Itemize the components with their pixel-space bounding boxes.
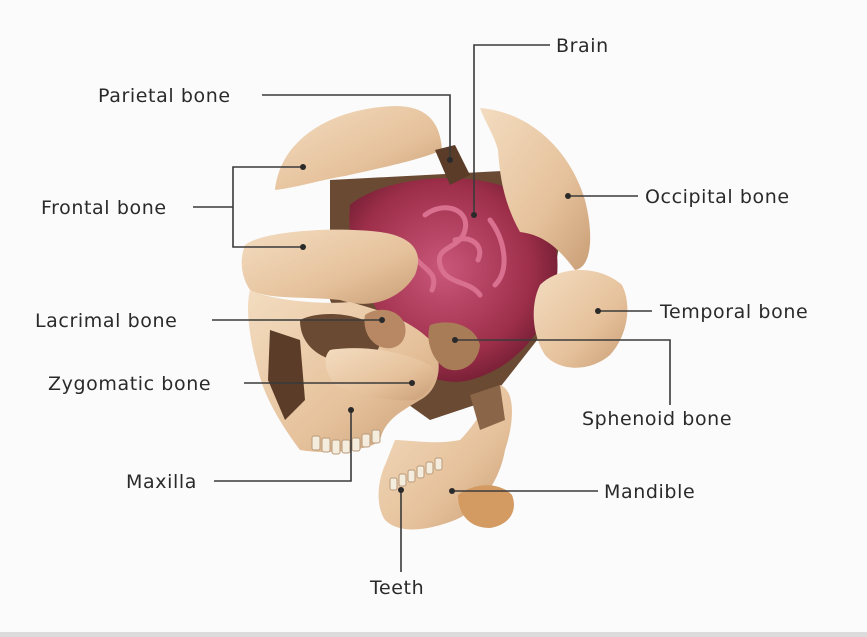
label-maxilla: Maxilla: [126, 471, 197, 493]
label-brain: Brain: [556, 35, 609, 57]
label-temporal-bone: Temporal bone: [659, 301, 808, 323]
skull-illustration: [242, 106, 628, 529]
label-mandible: Mandible: [604, 481, 695, 503]
frontal-bone-shape: [242, 230, 418, 304]
label-lacrimal-bone: Lacrimal bone: [35, 310, 177, 332]
label-zygomatic-bone: Zygomatic bone: [48, 373, 211, 395]
bottom-border: [0, 632, 867, 637]
label-sphenoid-bone: Sphenoid bone: [582, 408, 732, 430]
temporal-bone-shape: [534, 270, 628, 368]
label-teeth: Teeth: [369, 577, 424, 599]
label-frontal-bone: Frontal bone: [41, 197, 167, 219]
label-occipital-bone: Occipital bone: [645, 186, 790, 208]
label-parietal-bone: Parietal bone: [98, 85, 231, 107]
